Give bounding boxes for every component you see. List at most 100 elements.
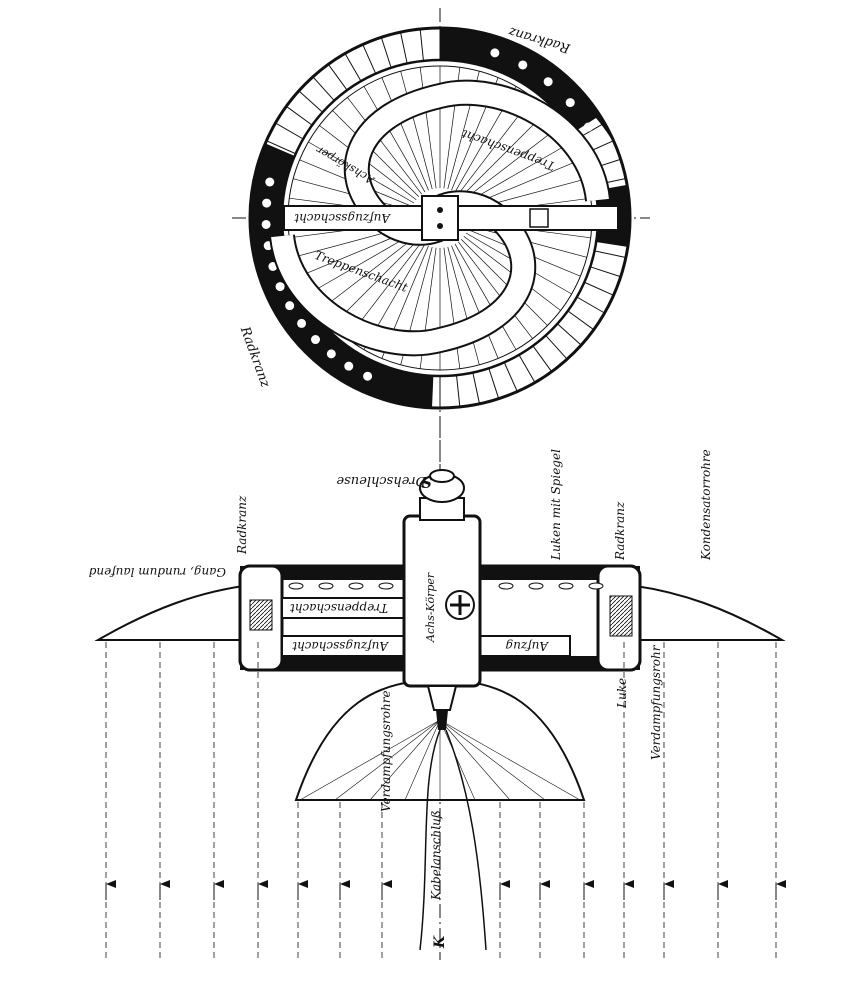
window-dot [285,301,295,311]
window-dot [363,371,373,381]
ray-line [439,719,581,801]
window-dot [265,177,275,187]
label-drehschleuse: Drehschleuse [336,473,427,488]
spoke [463,125,561,201]
porthole [348,582,364,590]
room-wall [594,250,626,258]
room-wall [312,76,335,101]
window-dot [543,77,553,87]
room-wall [344,354,362,383]
cable-socket [426,685,458,711]
window-dot [344,361,354,371]
room-wall [456,375,461,408]
room-wall [327,63,348,91]
room-wall [557,323,582,346]
room-wall [259,158,290,170]
spoke [460,238,548,326]
label-luke: Luke [615,678,629,709]
room-wall [298,90,323,113]
room-wall [545,76,568,101]
room-wall [518,53,536,82]
solar-ray-arrows [105,640,786,958]
porthole [318,582,334,590]
porthole [528,582,544,590]
room-wall [312,335,335,360]
label-kondensatorrohre: Kondensatorrohre [699,449,713,561]
ray-line [404,719,441,801]
window-dot [490,48,500,58]
spoke [308,232,415,295]
room-wall [400,32,408,64]
room-wall [488,368,500,399]
label-gang: Gang, rundum laufend [88,565,226,579]
label-kabelanschluss: Kabelanschluß [429,810,443,901]
spoke [332,110,420,198]
room-wall [518,354,536,383]
label-axis-body: Achs-Körper [424,572,437,643]
porthole [588,582,604,590]
room-wall [285,105,313,126]
room-wall [380,368,392,399]
spoke [451,245,499,359]
ray-line [439,719,511,801]
window-dot [565,98,575,108]
porthole [378,582,394,590]
spoke [319,235,417,311]
room-wall [532,345,553,373]
room-wall [456,28,461,61]
spoke [363,86,426,193]
room-wall [545,335,568,360]
window-dot [326,349,336,359]
porthole [288,582,304,590]
window-dot [583,122,593,132]
room-wall [275,122,304,140]
room-wall [400,372,408,404]
ray-line [334,719,441,801]
elevator-car [529,208,549,228]
window-dot [262,198,272,208]
room-wall [250,234,283,239]
room-wall [576,296,605,314]
spoke [347,97,423,195]
label-kabel-mark: K [432,935,448,949]
spoke [454,243,517,350]
window-dot [275,282,285,292]
porthole [498,582,514,590]
mirror-left [94,582,261,641]
label-aufzug: Aufzug [505,639,549,653]
spoke [400,71,433,190]
room-wall [567,310,595,331]
window-dot [261,219,271,229]
label-stair-shaft: Treppenschacht [290,601,388,615]
room-wall [472,372,480,404]
ray-line [439,719,476,801]
porthole [558,582,574,590]
plan-label-elevator-shaft: Aufzugsschacht [294,211,391,225]
label-drehschleuse-mark: S [421,473,432,491]
room-wall [380,37,392,68]
spoke [465,141,572,204]
room-wall [584,281,614,296]
room-wall [590,266,621,278]
label-elevator-shaft: Aufzugsschacht [292,639,389,653]
ray-line [369,719,441,801]
label-verdampfungsrohre: Verdampfungsrohre [379,690,393,812]
plan-label-radkranz-bottom: Radkranz [236,324,272,390]
porthole-row [288,582,604,590]
window-dot [268,262,278,272]
room-wall [597,197,630,202]
reflector-rays [299,719,581,801]
axis-body [421,195,459,241]
label-luken: Luken mit Spiegel [549,449,563,561]
label-radkranz-right: Radkranz [613,501,627,561]
mirror-right [619,582,786,641]
room-wall [567,105,595,126]
room-wall [472,32,480,64]
room-wall [503,362,518,392]
room-wall [298,323,323,346]
window-dot [310,335,320,345]
spoke [381,77,429,191]
label-verdampfungsrohr: Verdampfungsrohr [649,644,663,760]
room-wall [532,63,553,91]
